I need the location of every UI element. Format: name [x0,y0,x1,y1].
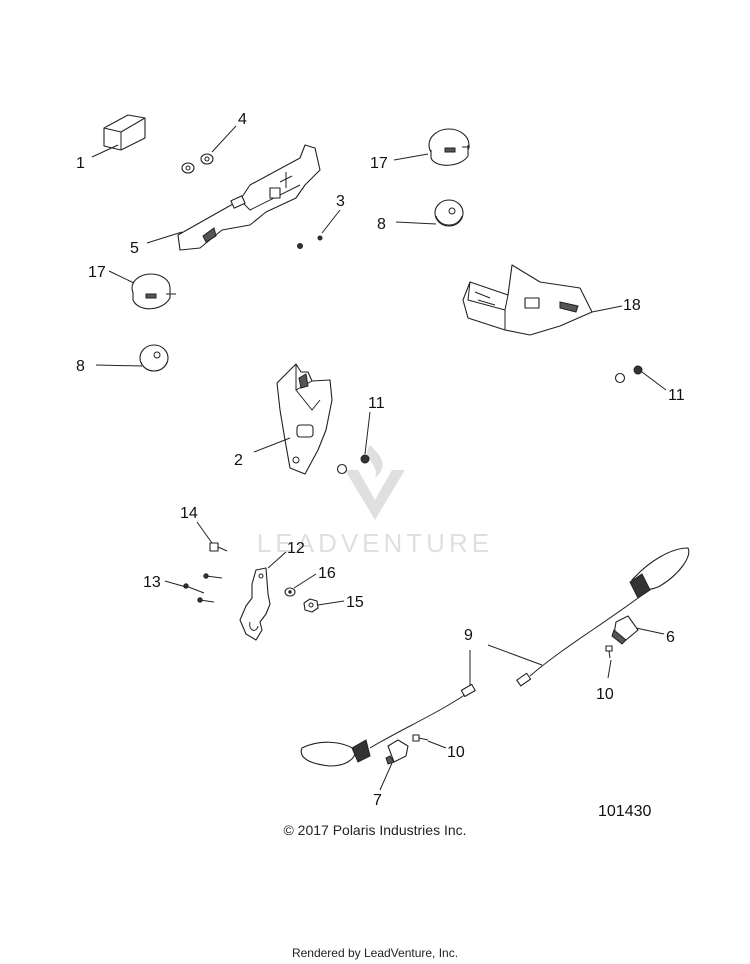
callout-17-left: 17 [88,264,106,281]
callout-3: 3 [336,193,345,210]
callout-8-upper: 8 [377,216,386,233]
part-6-lens[interactable] [611,615,639,645]
part-14-bolt[interactable] [209,542,228,552]
watermark-text: LEADVENTURE [257,528,493,558]
rendered-by-text: Rendered by LeadVenture, Inc. [291,946,459,960]
part-1-block[interactable] [103,114,146,151]
part-16-washer[interactable] [284,587,296,597]
callout-1: 1 [76,155,85,172]
copyright-text: © 2017 Polaris Industries Inc. [283,822,467,838]
part-2-bracket[interactable] [276,363,333,475]
callout-15: 15 [346,594,364,611]
leadventure-watermark: LEADVENTURE [257,445,493,558]
callout-4: 4 [238,111,247,128]
part-9-turn-signal-right[interactable] [516,547,690,687]
part-8-pad-upper[interactable] [434,199,464,227]
callout-12: 12 [287,540,305,557]
callout-2: 2 [234,452,243,469]
callout-8-left: 8 [76,358,85,375]
part-4-nuts[interactable] [181,153,214,174]
part-15-nut[interactable] [303,598,319,613]
callout-7: 7 [373,792,382,809]
callout-10-center: 10 [447,744,465,761]
part-3-fasteners[interactable] [297,235,323,249]
part-13-screws[interactable] [183,573,223,603]
callout-9: 9 [464,627,473,644]
callout-11-right: 11 [668,387,685,404]
part-10-screw-center[interactable] [412,734,429,742]
part-10-screw-right[interactable] [605,645,613,659]
callout-10-right: 10 [596,686,614,703]
callout-17-upper: 17 [370,155,388,172]
part-18-bracket[interactable] [462,264,593,336]
callout-5: 5 [130,240,139,257]
callout-11-center: 11 [368,395,385,412]
callout-13: 13 [143,574,161,591]
part-7-lens[interactable] [385,739,409,765]
part-5-bracket[interactable] [177,144,321,251]
part-11-nuts-center[interactable] [336,454,370,475]
callout-6: 6 [666,629,675,646]
part-17-pad-left[interactable] [131,273,176,310]
part-11-nuts-right[interactable] [614,365,643,384]
callout-14: 14 [180,505,198,522]
callout-16: 16 [318,565,336,582]
part-9-turn-signal-left[interactable] [300,683,476,767]
diagram-number: 101430 [598,803,652,820]
part-17-pad-upper[interactable] [428,128,470,166]
part-8-pad-left[interactable] [139,344,169,372]
callout-18: 18 [623,297,641,314]
part-12-plate[interactable] [239,567,271,641]
